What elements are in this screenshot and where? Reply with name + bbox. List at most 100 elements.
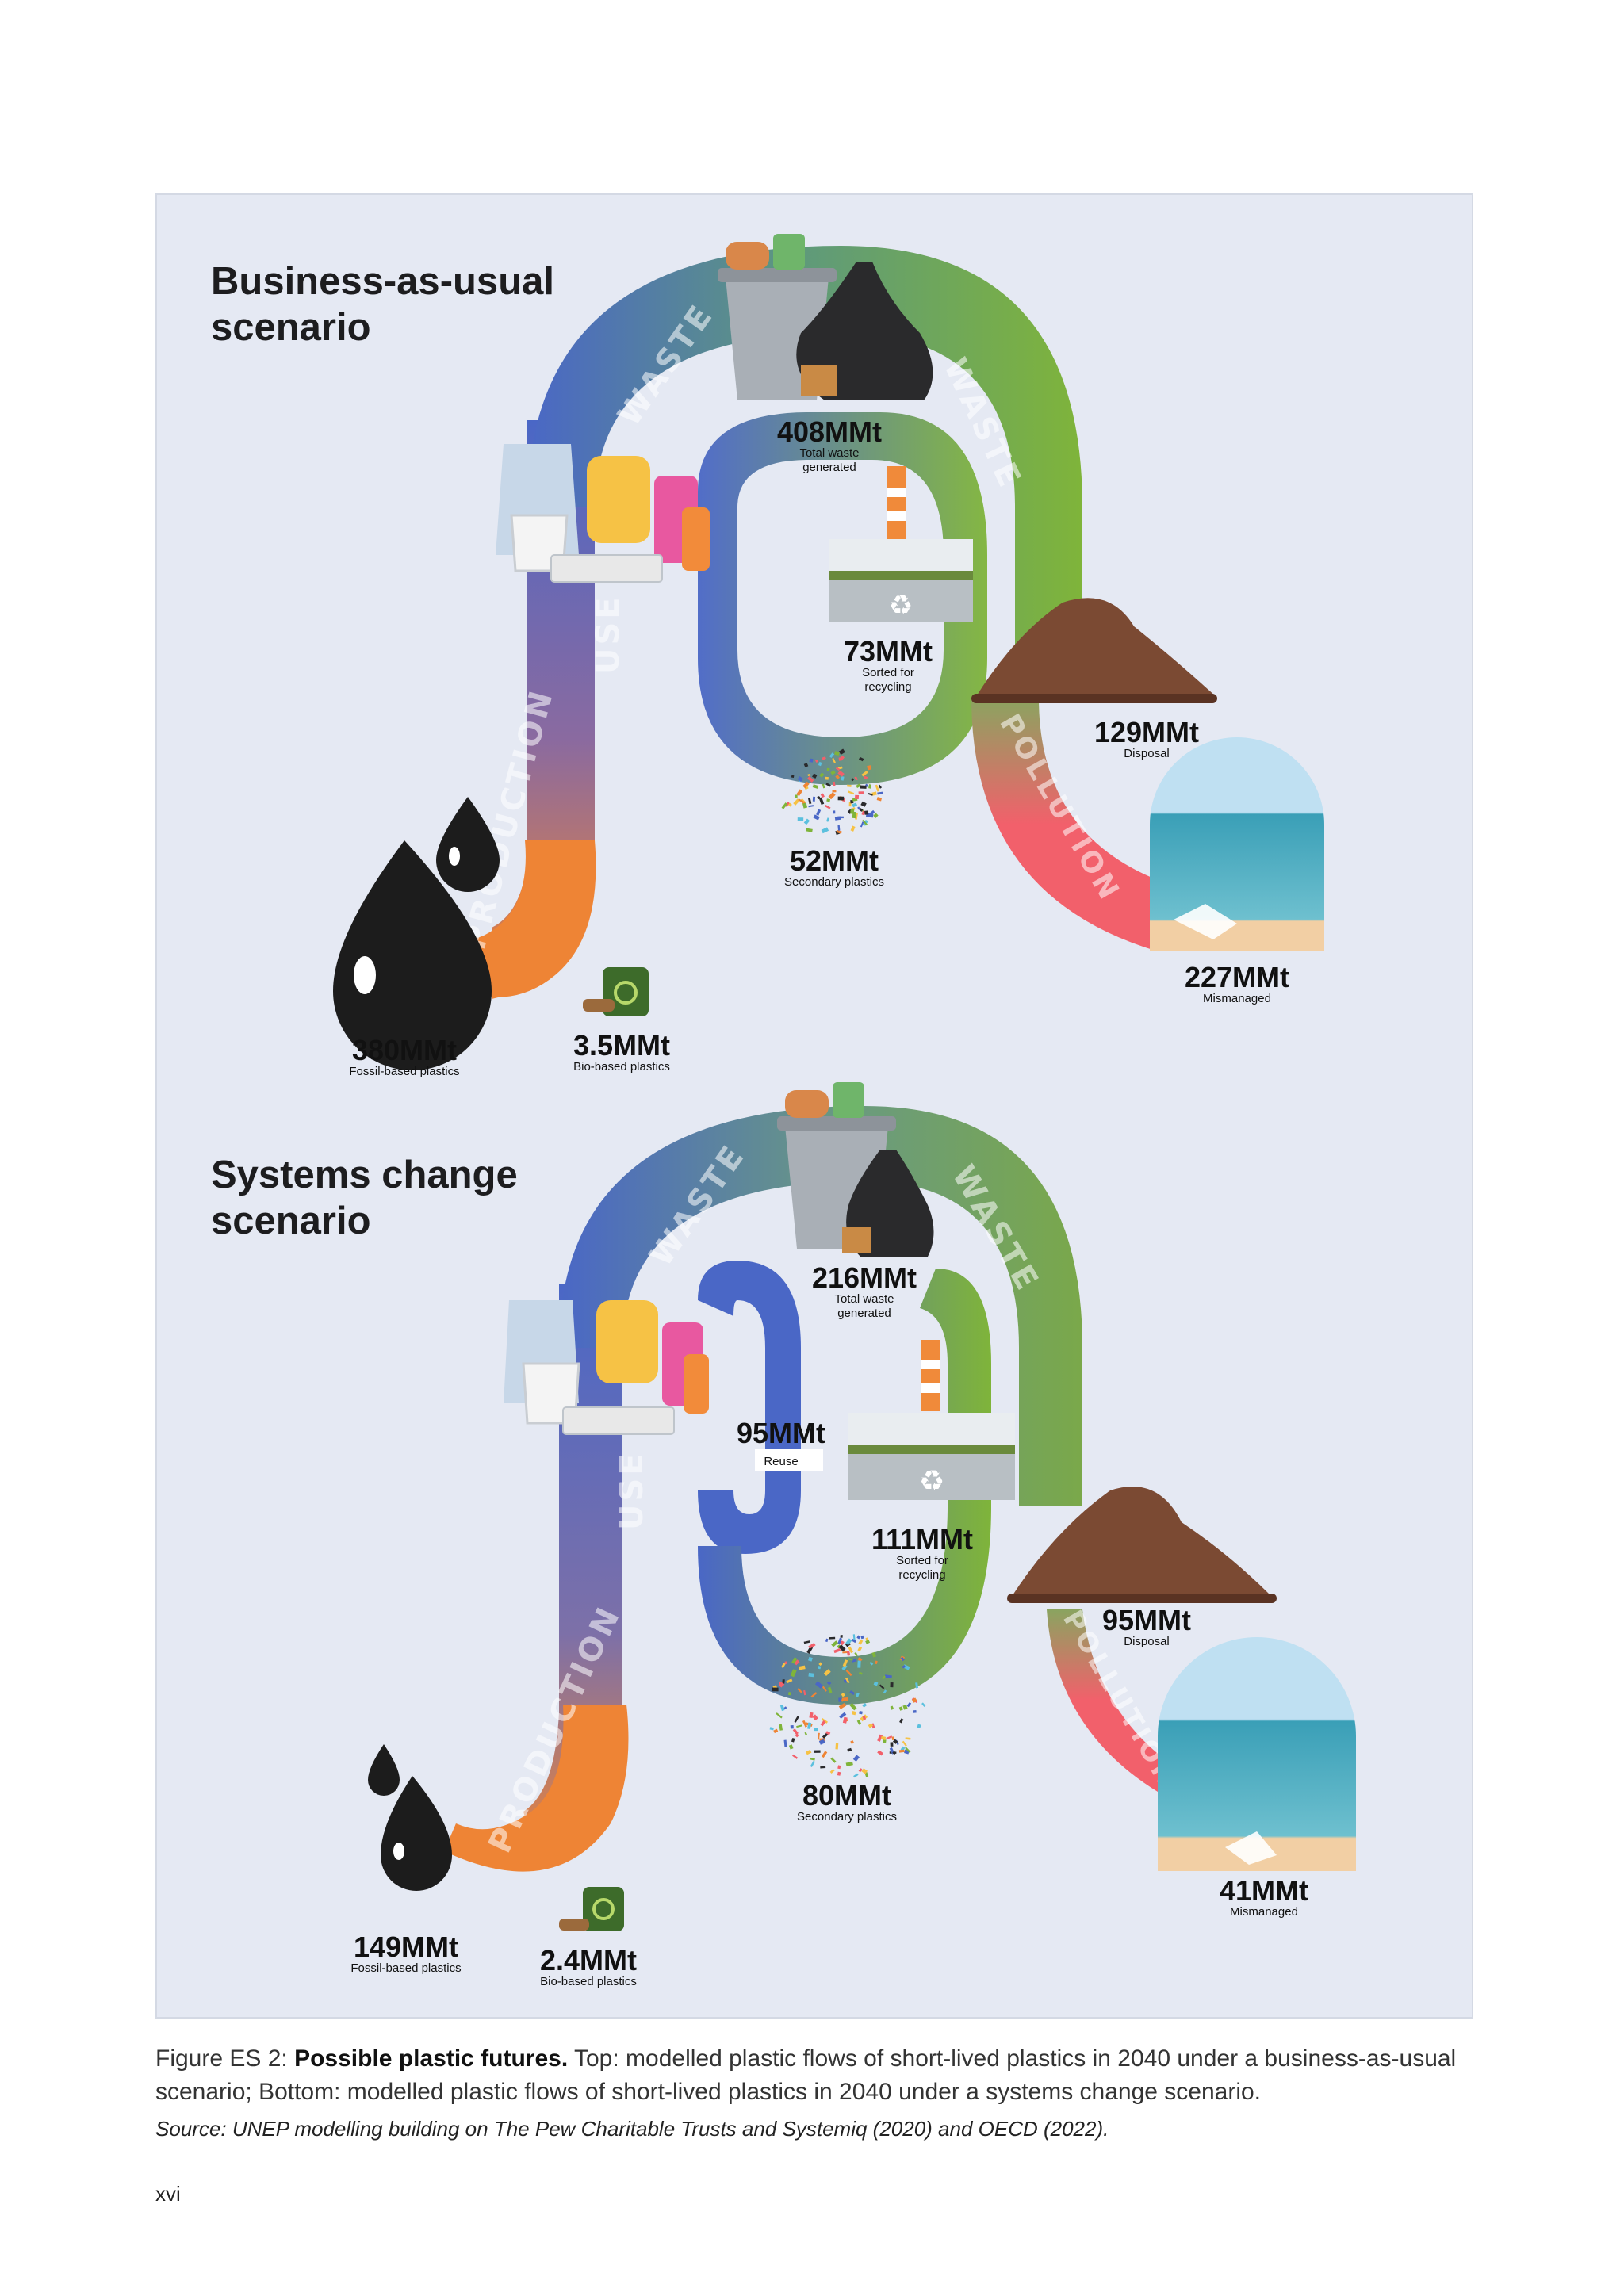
confetti-piece — [838, 1702, 847, 1709]
confetti-piece — [915, 1682, 919, 1689]
confetti-piece — [795, 794, 798, 798]
sc-flow: WASTE WASTE USE PRODUCTION POLLUTION — [350, 1082, 1356, 1988]
sc-waste-arch — [559, 1106, 1082, 1506]
confetti-piece — [783, 1739, 787, 1747]
sc-secondary-value: 80MMt — [802, 1779, 891, 1812]
sc-cardboard-box-icon — [842, 1227, 871, 1253]
confetti-piece — [841, 776, 845, 781]
confetti-piece — [862, 819, 868, 826]
confetti-piece — [838, 748, 845, 756]
confetti-piece — [814, 1681, 824, 1689]
confetti-piece — [860, 801, 867, 807]
confetti-piece — [850, 809, 855, 814]
sc-oil-jug-icon — [596, 1300, 658, 1383]
confetti-piece — [818, 1732, 820, 1740]
sc-bio-can-icon — [583, 1887, 624, 1931]
confetti-piece — [835, 767, 841, 771]
confetti-piece — [845, 1670, 852, 1677]
confetti-piece — [877, 1750, 883, 1756]
confetti-piece — [829, 1769, 835, 1774]
confetti-piece — [875, 1660, 878, 1665]
confetti-piece — [883, 1689, 887, 1694]
confetti-piece — [813, 814, 820, 821]
confetti-piece — [802, 802, 808, 809]
confetti-piece — [857, 806, 861, 810]
bau-trash-can-rim-icon — [718, 268, 837, 282]
bau-bio-can-recycle-icon — [614, 981, 638, 1004]
confetti-piece — [856, 1720, 862, 1725]
confetti-piece — [860, 785, 867, 789]
confetti-piece — [899, 1718, 904, 1724]
sc-reuse-value: 95MMt — [737, 1417, 825, 1449]
confetti-piece — [808, 1642, 816, 1649]
confetti-piece — [852, 1634, 856, 1640]
confetti-piece — [842, 1697, 848, 1701]
confetti-piece — [821, 1718, 828, 1724]
confetti-piece — [898, 1749, 905, 1753]
bau-bio-value: 3.5MMt — [573, 1029, 670, 1062]
confetti-piece — [778, 1683, 783, 1688]
confetti-piece — [821, 1751, 828, 1758]
bau-chimney-stripe-icon — [887, 488, 906, 497]
confetti-piece — [917, 1724, 921, 1728]
sc-mismanaged-label: Mismanaged — [1230, 1905, 1298, 1919]
caption-text: Top: modelled plastic flows of short-liv… — [155, 2045, 1457, 2105]
confetti-piece — [787, 802, 792, 807]
confetti-piece — [782, 1679, 785, 1684]
confetti-piece — [837, 770, 845, 777]
confetti-piece — [838, 756, 843, 761]
confetti-piece — [826, 1681, 832, 1686]
confetti-piece — [854, 1651, 858, 1657]
confetti-piece — [833, 1647, 841, 1654]
confetti-piece — [902, 1705, 908, 1710]
confetti-piece — [862, 1716, 867, 1720]
confetti-piece — [819, 772, 825, 778]
confetti-piece — [818, 1662, 822, 1667]
confetti-piece — [820, 793, 825, 798]
confetti-piece — [900, 1656, 905, 1662]
confetti-piece — [846, 1651, 851, 1656]
confetti-piece — [823, 1669, 831, 1676]
bau-flow-label-use: USE — [590, 594, 626, 674]
confetti-piece — [860, 821, 864, 828]
confetti-piece — [826, 767, 830, 771]
confetti-piece — [879, 1684, 885, 1689]
confetti-piece — [837, 796, 845, 801]
confetti-piece — [856, 783, 861, 789]
confetti-piece — [837, 1765, 841, 1770]
sc-keyboard-icon — [562, 1406, 675, 1435]
confetti-piece — [796, 1724, 803, 1728]
bau-mismanaged-label: Mismanaged — [1203, 992, 1271, 1005]
confetti-piece — [825, 1731, 831, 1735]
bau-pollution-band — [971, 698, 1158, 951]
confetti-piece — [877, 1734, 883, 1742]
confetti-piece — [858, 1671, 863, 1675]
bau-oil-drop-highlight-icon — [354, 956, 376, 994]
sc-detergent-icon — [684, 1354, 709, 1414]
sc-landfill-ground-icon — [1007, 1594, 1277, 1603]
confetti-piece — [779, 1705, 785, 1712]
bau-keyboard-icon — [550, 554, 663, 583]
confetti-piece — [822, 756, 826, 760]
confetti-piece — [797, 1688, 803, 1693]
confetti-piece — [776, 1712, 783, 1719]
confetti-piece — [786, 1678, 793, 1684]
bau-secondary-value: 52MMt — [790, 844, 879, 877]
confetti-piece — [788, 1744, 794, 1750]
confetti-piece — [791, 775, 795, 779]
confetti-piece — [842, 1659, 848, 1667]
confetti-piece — [891, 1736, 894, 1741]
confetti-piece — [921, 1702, 926, 1708]
sc-bio-log-icon — [559, 1919, 589, 1931]
confetti-piece — [841, 1664, 848, 1671]
confetti-piece — [807, 798, 812, 805]
sc-sorted-label-2: recycling — [898, 1568, 945, 1582]
confetti-piece — [835, 775, 840, 779]
bau-oil-drop-small-icon — [436, 797, 500, 892]
confetti-piece — [822, 783, 825, 789]
confetti-piece — [810, 1760, 815, 1768]
confetti-piece — [853, 1773, 859, 1778]
confetti-piece — [858, 756, 864, 762]
sc-ocean-debris-icon — [1225, 1831, 1277, 1865]
confetti-piece — [892, 1739, 898, 1744]
